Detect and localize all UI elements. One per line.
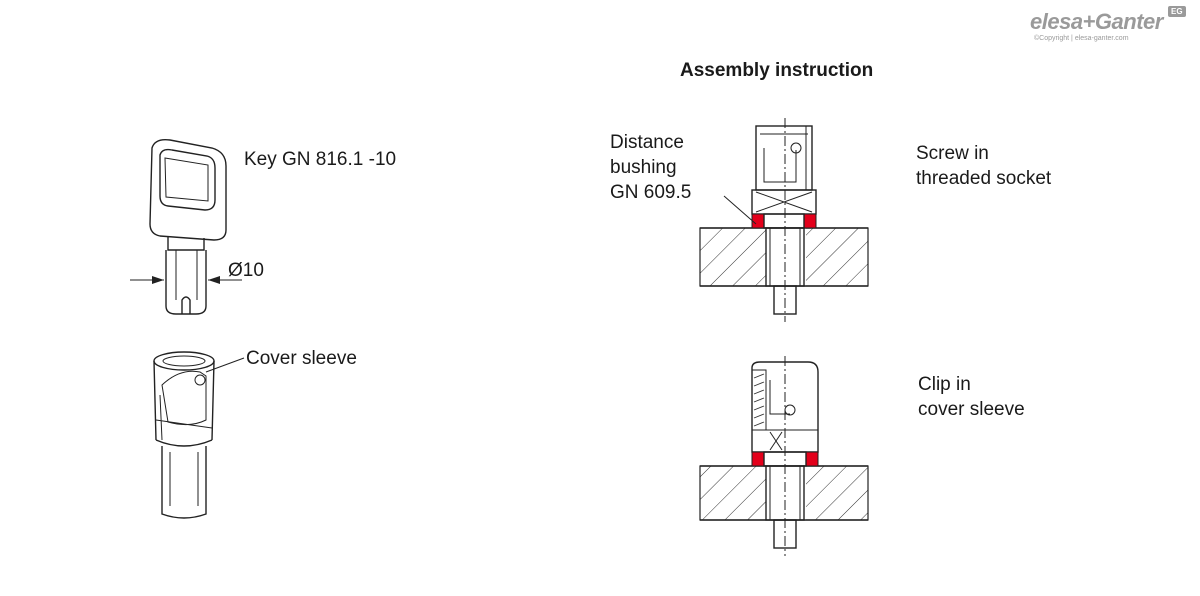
clip-in-label-line1: Clip in (918, 374, 971, 395)
screw-in-label-line2: threaded socket (916, 168, 1052, 189)
clip-in-label-line2: cover sleeve (918, 399, 1025, 420)
key-drawing (130, 138, 242, 315)
distance-bushing-label-line3: GN 609.5 (610, 182, 692, 203)
cover-sleeve-label: Cover sleeve (246, 348, 357, 369)
brand-logo: elesa+Ganter EG ©Copyright | elesa-gante… (1030, 6, 1195, 46)
logo-wordmark: elesa+Ganter (1030, 9, 1163, 34)
assembly-screw-drawing (699, 118, 869, 322)
logo-copyright: ©Copyright | elesa-ganter.com (1034, 35, 1129, 42)
cover-sleeve-drawing (153, 351, 245, 519)
assembly-title: Assembly instruction (680, 60, 874, 81)
logo-badge: EG (1168, 6, 1186, 17)
key-label: Key GN 816.1 -10 (244, 149, 397, 170)
screw-in-label-line1: Screw in (916, 143, 989, 164)
diameter-label: Ø10 (228, 260, 264, 281)
distance-bushing-label-line2: bushing (610, 157, 677, 178)
distance-bushing-label-line1: Distance (610, 132, 684, 153)
assembly-clip-drawing (699, 356, 869, 556)
